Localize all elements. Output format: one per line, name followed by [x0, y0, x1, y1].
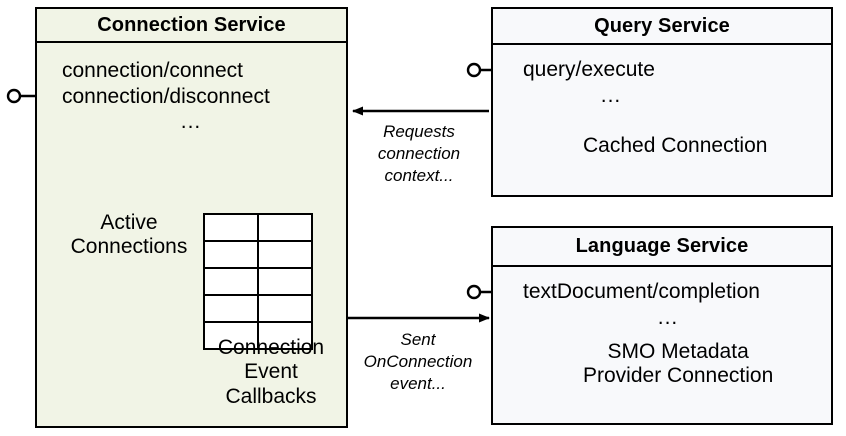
endpoint-query-execute[interactable]: query/execute — [523, 58, 655, 81]
table-cell — [257, 267, 313, 296]
table-row — [203, 240, 313, 269]
query-service-body: query/execute ... Cached Connection — [493, 45, 831, 195]
smo-metadata-provider-connection-row: SMO Metadata Provider Connection — [541, 340, 773, 389]
table-cell — [203, 240, 259, 269]
query-service-component[interactable]: Query Service query/execute ... Cached C… — [491, 7, 833, 197]
smo-metadata-provider-connection-label: SMO Metadata Provider Connection — [583, 340, 774, 388]
query-service-endpoint-ellipsis: ... — [600, 83, 622, 107]
endpoint-connection-connect[interactable]: connection/connect — [62, 59, 243, 82]
table-cell — [257, 321, 313, 350]
table-cell — [203, 321, 259, 350]
table-cell — [203, 267, 259, 296]
language-service-endpoint-list: textDocument/completion ... — [523, 279, 813, 330]
table-cell — [257, 240, 313, 269]
endpoint-textdocument-completion[interactable]: textDocument/completion — [523, 280, 760, 303]
query-service-title: Query Service — [493, 9, 831, 45]
table-row — [203, 213, 313, 242]
table-cell — [257, 294, 313, 323]
cached-connection-row: Cached Connection — [541, 124, 767, 168]
connection-service-endpoint-ellipsis: ... — [180, 110, 202, 134]
language-service-endpoint-ellipsis: ... — [657, 305, 679, 329]
table-cell — [257, 213, 313, 242]
table-row — [203, 267, 313, 296]
smo-connection-icon-slot — [541, 342, 571, 386]
connection-service-title: Connection Service — [37, 9, 346, 43]
cached-connection-label: Cached Connection — [583, 133, 768, 157]
language-service-title: Language Service — [493, 228, 831, 267]
table-cell — [203, 213, 259, 242]
connection-event-callbacks-label: Connection Event Callbacks — [217, 336, 325, 408]
connection-event-callbacks-table — [203, 213, 313, 350]
table-row — [203, 321, 313, 350]
table-row — [203, 294, 313, 323]
connection-service-body: connection/connect connection/disconnect… — [37, 43, 346, 426]
active-connections-label: Active Connections — [70, 211, 188, 259]
edge-label-requests-connection-context: Requests connection context... — [377, 122, 461, 185]
language-service-body: textDocument/completion ... SMO Metadata… — [493, 267, 831, 423]
connection-service-endpoint-list: connection/connect connection/disconnect… — [62, 58, 320, 135]
query-service-endpoint-list: query/execute ... — [523, 57, 699, 108]
language-service-component[interactable]: Language Service textDocument/completion… — [491, 226, 833, 425]
connection-service-component[interactable]: Connection Service connection/connect co… — [35, 7, 348, 428]
table-cell — [203, 294, 259, 323]
cached-connection-icon-slot — [541, 124, 571, 168]
endpoint-connection-disconnect[interactable]: connection/disconnect — [62, 84, 270, 108]
edge-label-sent-onconnection-event: Sent OnConnection event... — [363, 330, 473, 393]
